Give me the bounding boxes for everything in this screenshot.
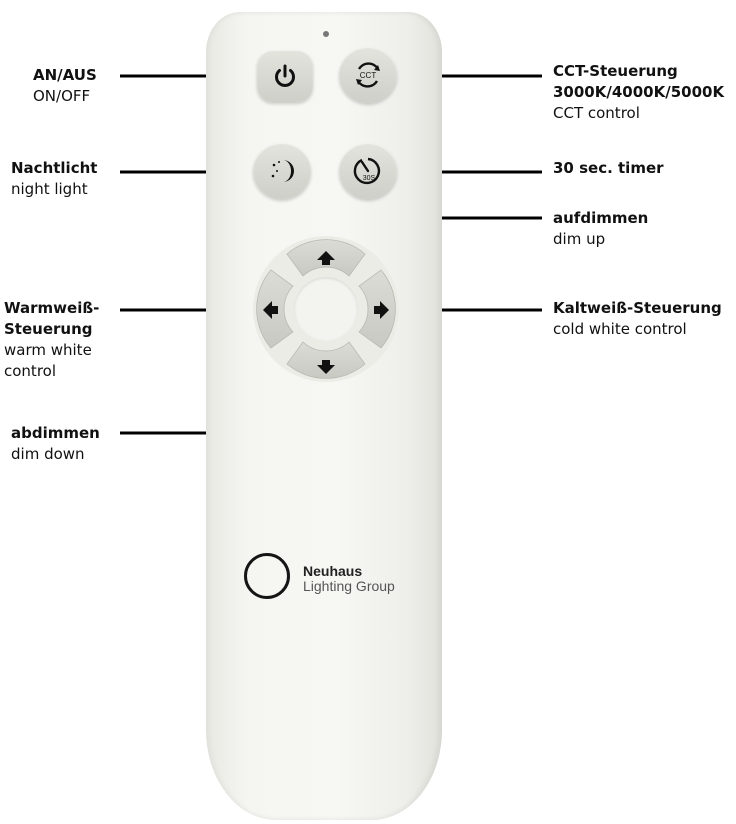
logo-subtitle: Lighting Group [303,578,395,594]
cct-button-text: CCT [360,71,377,80]
indicator-led [323,31,329,37]
arrow-right-icon [374,301,389,319]
label-timer: 30 sec. timer [553,158,664,179]
label-dim-down-en: dim down [11,445,85,463]
arrow-down-icon [317,360,335,374]
label-dim-up-en: dim up [553,230,606,248]
label-cct-en: CCT control [553,104,640,122]
label-warm-white-de-2: Steuerung [4,320,93,338]
timer-icon: 30S [353,157,381,185]
timer-button[interactable]: 30S [339,143,397,199]
label-night-light-de: Nachtlicht [11,159,98,177]
label-on-off-de: AN/AUS [33,66,97,84]
label-warm-white-en-2: control [4,362,56,380]
label-warm-white-en-1: warm white [4,341,92,359]
label-cold-white: Kaltweiß-Steuerung cold white control [553,298,722,340]
label-cct-values: 3000K/4000K/5000K [553,83,725,101]
timer-button-text: 30S [363,175,376,182]
logo-name: Neuhaus [303,563,363,579]
label-on-off-en: ON/OFF [33,87,91,105]
label-cct: CCT-Steuerung 3000K/4000K/5000K CCT cont… [553,61,724,124]
arrow-left-icon [263,301,278,319]
label-dim-up-de: aufdimmen [553,209,649,227]
power-icon [275,64,295,87]
label-warm-white: Warmweiß- Steuerung warm white control [4,298,99,382]
cct-cycle-icon: CCT [356,62,380,88]
power-button[interactable] [257,50,313,102]
remote-control-body [206,12,442,820]
arrow-up-icon [317,251,335,265]
label-warm-white-de-1: Warmweiß- [4,299,100,317]
dpad-center [294,277,358,341]
label-cct-de: CCT-Steuerung [553,62,678,80]
label-night-light-en: night light [11,180,88,198]
label-timer-text: 30 sec. timer [553,159,664,177]
moon-icon [271,160,294,182]
cct-button[interactable]: CCT [339,47,397,103]
label-dim-down: abdimmen dim down [11,423,100,465]
label-cold-white-en: cold white control [553,320,687,338]
label-cold-white-de: Kaltweiß-Steuerung [553,299,722,317]
label-night-light: Nachtlicht night light [11,158,97,200]
label-dim-down-de: abdimmen [11,424,100,442]
label-on-off: AN/AUS ON/OFF [33,65,97,107]
night-light-button[interactable] [253,143,311,199]
dpad [256,239,396,379]
logo-ring [244,553,290,599]
label-dim-up: aufdimmen dim up [553,208,648,250]
